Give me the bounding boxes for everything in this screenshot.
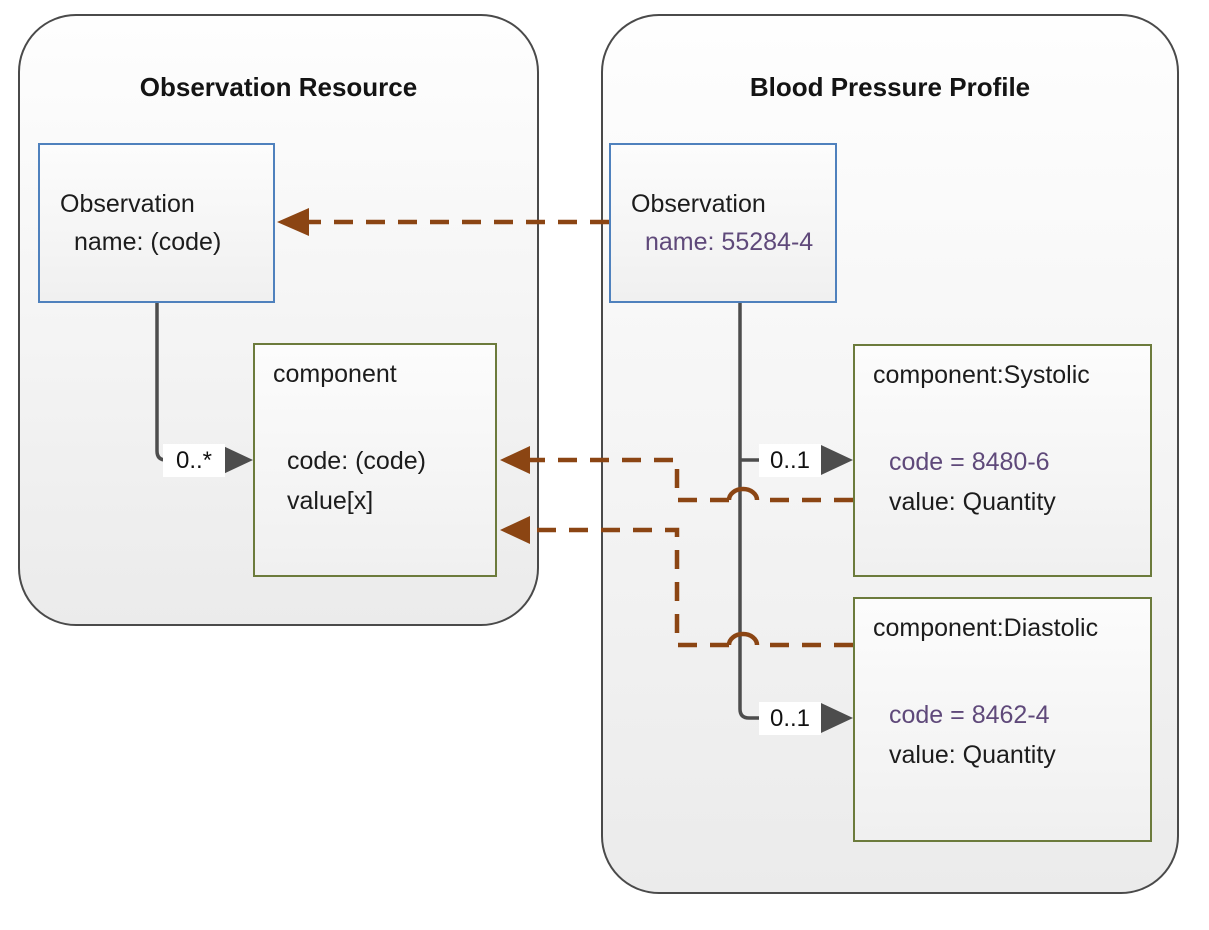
diastolic-node-title: component:Diastolic: [873, 614, 1099, 642]
left-observation-attr: name: (code): [74, 228, 222, 256]
left-observation-node: Observation name: (code): [38, 143, 275, 303]
right-observation-node: Observation name: 55284-4: [609, 143, 837, 303]
diastolic-value-attr: value: Quantity: [889, 741, 1056, 769]
observation-resource-title: Observation Resource: [139, 72, 418, 102]
component-code-attr: code: (code): [287, 447, 426, 475]
diastolic-cardinality-label: 0..1: [759, 702, 821, 735]
component-node: component code: (code) value[x]: [253, 343, 497, 577]
systolic-node-title: component:Systolic: [873, 361, 1090, 389]
systolic-component-node: component:Systolic code = 8480-6 value: …: [853, 344, 1152, 577]
component-node-title: component: [273, 360, 397, 388]
left-observation-name: Observation: [60, 190, 195, 218]
right-observation-name: Observation: [631, 190, 766, 218]
diastolic-component-node: component:Diastolic code = 8462-4 value:…: [853, 597, 1152, 842]
right-observation-attr: name: 55284-4: [645, 228, 814, 256]
component-value-attr: value[x]: [287, 487, 374, 515]
systolic-cardinality-label: 0..1: [759, 444, 821, 477]
systolic-code-attr: code = 8480-6: [889, 448, 1050, 476]
diastolic-code-attr: code = 8462-4: [889, 701, 1050, 729]
systolic-value-attr: value: Quantity: [889, 488, 1056, 516]
blood-pressure-profile-title: Blood Pressure Profile: [749, 72, 1031, 102]
component-cardinality-label: 0..*: [163, 444, 225, 477]
